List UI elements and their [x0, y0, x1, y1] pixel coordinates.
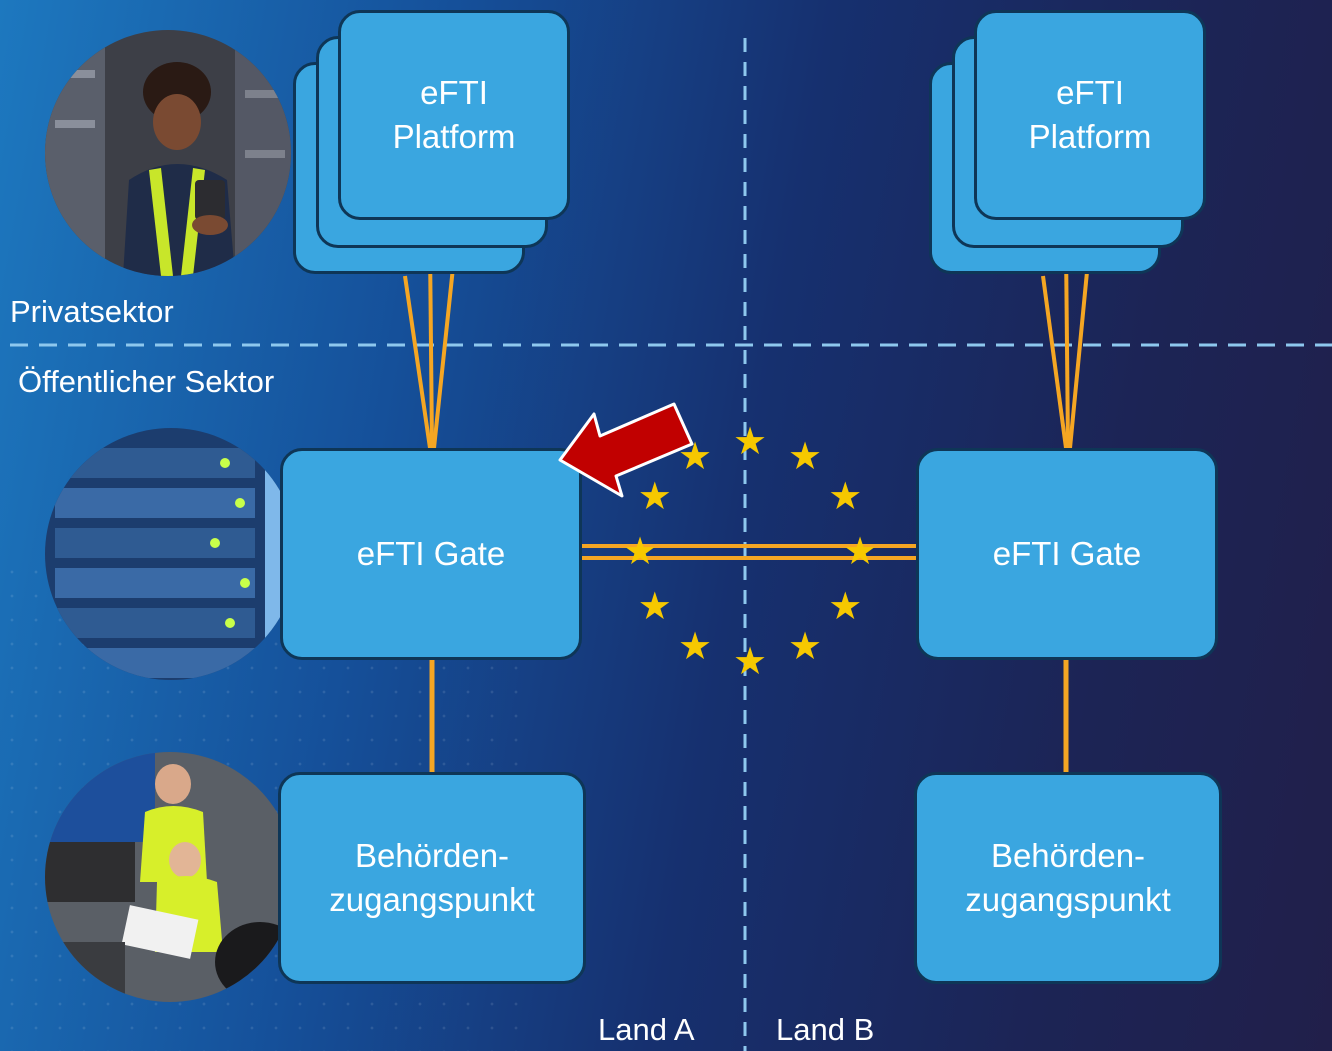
red-arrow-icon [558, 402, 694, 498]
eu-star-icon: ★ [842, 531, 878, 573]
right-access-line2: zugangspunkt [965, 881, 1171, 918]
left-gate-label: eFTI Gate [356, 535, 506, 572]
left-gate-box[interactable]: eFTI Gate [280, 448, 582, 660]
left-access-line2: zugangspunkt [329, 881, 535, 918]
eu-star-icon: ★ [787, 435, 823, 478]
right-access-line1: Behörden- [990, 837, 1146, 874]
left-platform-line1: eFTI [420, 74, 488, 111]
public-sector-label: Öffentlicher Sektor [18, 364, 275, 399]
country-a-label: Land A [598, 1012, 695, 1047]
gate-to-gate-connector [582, 544, 916, 560]
right-platform-box[interactable]: eFTI Platform [974, 10, 1206, 220]
eu-star-icon: ★ [637, 586, 672, 628]
country-b-label: Land B [776, 1012, 875, 1047]
eu-star-icon: ★ [677, 626, 713, 669]
right-platform-line2: Platform [1028, 118, 1152, 155]
server-photo [45, 428, 297, 680]
right-access-box[interactable]: Behörden-zugangspunkt [914, 772, 1222, 984]
eu-star-icon: ★ [637, 476, 672, 518]
right-platform-line1: eFTI [1056, 74, 1124, 111]
private-sector-label: Privatsektor [10, 294, 174, 329]
eu-star-icon: ★ [732, 421, 768, 463]
eu-star-icon: ★ [828, 586, 863, 628]
left-access-box[interactable]: Behörden-zugangspunkt [278, 772, 586, 984]
right-gate-label: eFTI Gate [992, 535, 1142, 572]
left-platform-line2: Platform [392, 118, 516, 155]
eu-star-icon: ★ [828, 476, 863, 518]
eu-star-icon: ★ [787, 626, 823, 669]
right-gate-box[interactable]: eFTI Gate [916, 448, 1218, 660]
eu-star-icon: ★ [732, 641, 768, 683]
eu-star-icon: ★ [622, 531, 658, 573]
left-access-line1: Behörden- [354, 837, 510, 874]
left-platform-box[interactable]: eFTI Platform [338, 10, 570, 220]
